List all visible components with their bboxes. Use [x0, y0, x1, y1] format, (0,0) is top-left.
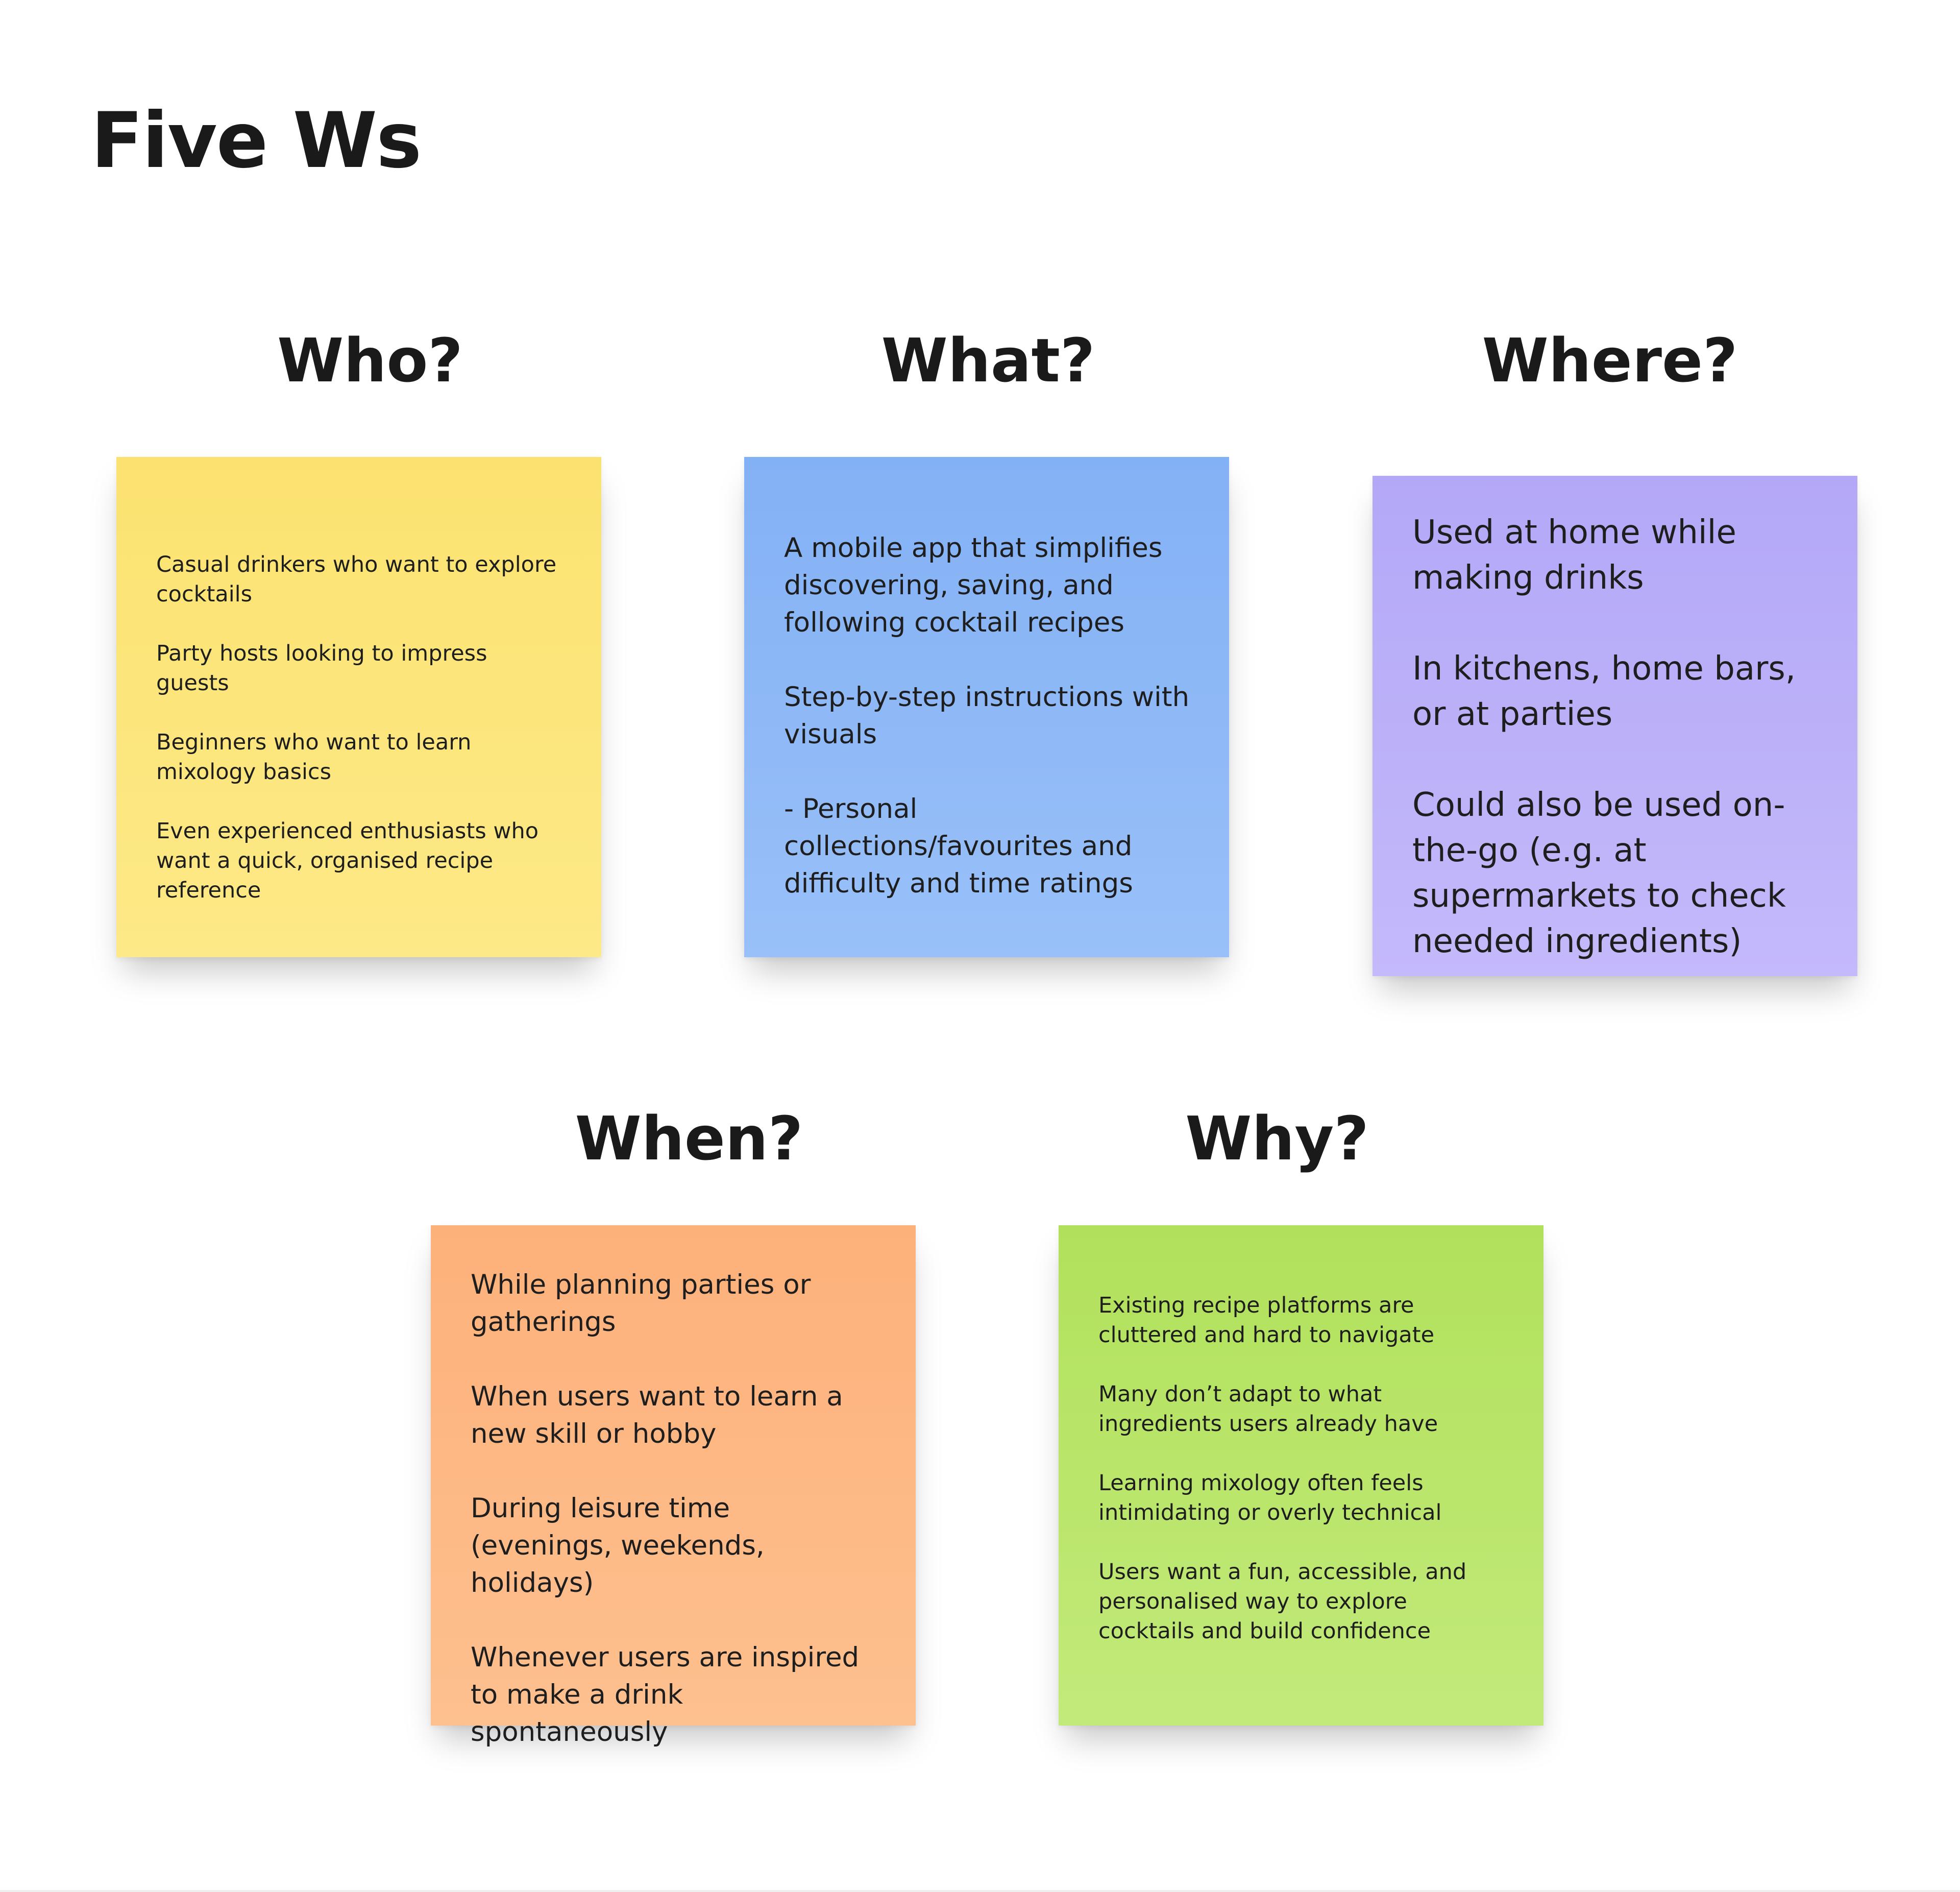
heading-when: When?: [575, 1103, 803, 1174]
heading-where: Where?: [1482, 325, 1738, 396]
note-item: Even experienced enthusiasts who want a …: [156, 818, 539, 903]
note-item: Many don’t adapt to what ingredients use…: [1098, 1381, 1438, 1437]
canvas-bottom-divider: [0, 1890, 1960, 1892]
note-item: Used at home while making drinks: [1412, 514, 1736, 597]
note-item: During leisure time (evenings, weekends,…: [471, 1493, 765, 1598]
note-text-who: Casual drinkers who want to explore cock…: [156, 550, 566, 905]
sticky-note-where[interactable]: Used at home while making drinks In kitc…: [1373, 476, 1857, 976]
note-item: Existing recipe platforms are cluttered …: [1098, 1293, 1435, 1348]
sticky-note-who[interactable]: Casual drinkers who want to explore cock…: [116, 457, 601, 957]
note-item: Step-by-step instructions with visuals: [784, 682, 1190, 750]
heading-why: Why?: [1185, 1103, 1369, 1174]
note-item: Beginners who want to learn mixology bas…: [156, 730, 472, 785]
sticky-note-what[interactable]: A mobile app that simplifies discovering…: [744, 457, 1229, 957]
note-item: A mobile app that simplifies discovering…: [784, 532, 1163, 638]
page-title: Five Ws: [91, 96, 422, 185]
note-item: Learning mixology often feels intimidati…: [1098, 1470, 1442, 1525]
note-text-why: Existing recipe platforms are cluttered …: [1098, 1291, 1508, 1646]
note-item: - Personal collections/favourites and di…: [784, 793, 1133, 899]
note-item: When users want to learn a new skill or …: [471, 1381, 843, 1449]
note-item: While planning parties or gatherings: [471, 1269, 811, 1338]
note-item: In kitchens, home bars, or at parties: [1412, 650, 1796, 733]
note-item: Party hosts looking to impress guests: [156, 641, 487, 696]
heading-what: What?: [881, 325, 1095, 396]
note-item: Users want a fun, accessible, and person…: [1098, 1559, 1467, 1644]
note-text-what: A mobile app that simplifies discovering…: [784, 529, 1193, 902]
note-item: Whenever users are inspired to make a dr…: [471, 1642, 860, 1748]
note-item: Casual drinkers who want to explore cock…: [156, 552, 557, 607]
note-text-when: While planning parties or gatherings Whe…: [471, 1266, 880, 1751]
note-item: Could also be used on-the-go (e.g. at su…: [1412, 786, 1786, 960]
heading-who: Who?: [277, 325, 463, 396]
sticky-note-when[interactable]: While planning parties or gatherings Whe…: [431, 1225, 916, 1748]
note-text-where: Used at home while making drinks In kitc…: [1412, 510, 1822, 964]
sticky-note-why[interactable]: Existing recipe platforms are cluttered …: [1059, 1225, 1544, 1726]
